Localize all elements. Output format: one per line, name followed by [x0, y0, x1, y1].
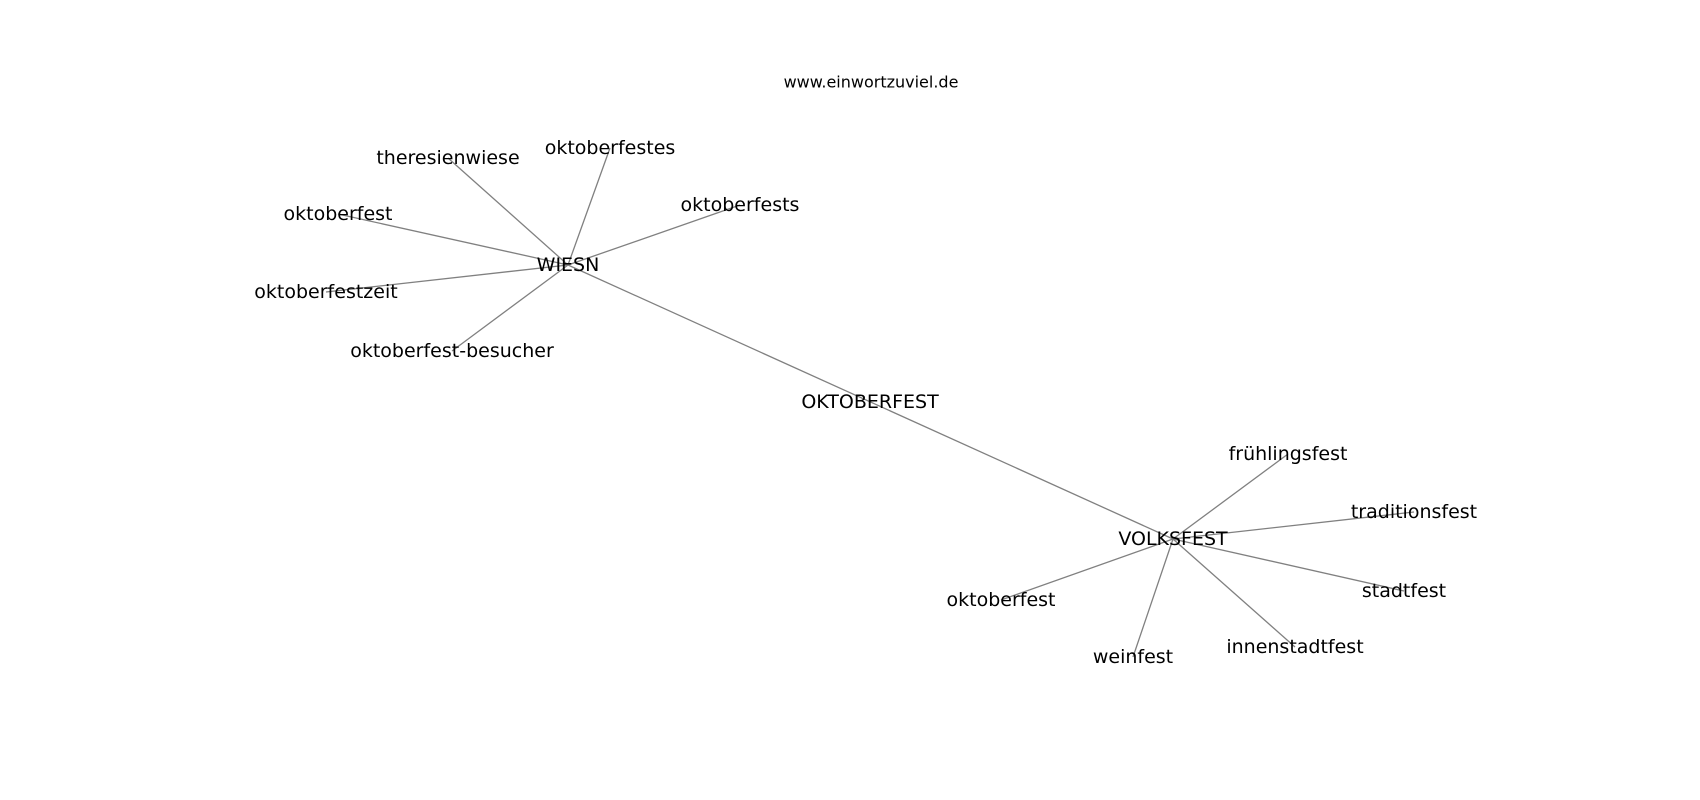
- edge-volksfest-traditionsfest: [1172, 511, 1415, 540]
- node-label-wiesn: WIESN: [537, 254, 600, 276]
- edge-volksfest-innenstadtfest: [1172, 538, 1296, 648]
- edge-layer: [325, 147, 1415, 658]
- node-label-oktoberfests: oktoberfests: [681, 194, 800, 216]
- node-label-oktoberfestes: oktoberfestes: [545, 137, 676, 159]
- edge-wiesn-oktoberfest_w: [337, 213, 569, 266]
- node-label-oktoberfest_center: OKTOBERFEST: [801, 391, 939, 413]
- edge-wiesn-volksfest: [567, 264, 1174, 540]
- edge-volksfest-fruehlingsfest: [1172, 453, 1289, 540]
- node-label-stadtfest: stadtfest: [1362, 580, 1446, 602]
- edge-volksfest-weinfest: [1132, 538, 1174, 658]
- edge-volksfest-oktoberfest_v: [1000, 538, 1174, 601]
- edge-wiesn-oktoberfest_besucher: [451, 264, 569, 352]
- node-label-oktoberfest_besucher: oktoberfest-besucher: [350, 340, 554, 362]
- edge-wiesn-oktoberfestzeit: [325, 264, 569, 293]
- node-label-volksfest: VOLKSFEST: [1118, 528, 1228, 550]
- node-label-oktoberfest_v: oktoberfest: [947, 589, 1056, 611]
- node-label-weinfest: weinfest: [1093, 646, 1173, 668]
- source-label: www.einwortzuviel.de: [784, 73, 959, 92]
- node-label-fruehlingsfest: frühlingsfest: [1229, 443, 1348, 465]
- node-label-theresienwiese: theresienwiese: [376, 147, 519, 169]
- edge-wiesn-oktoberfests: [567, 204, 741, 266]
- edge-wiesn-theresienwiese: [447, 157, 569, 266]
- node-label-oktoberfest_w: oktoberfest: [284, 203, 393, 225]
- node-label-traditionsfest: traditionsfest: [1351, 501, 1477, 523]
- node-label-oktoberfestzeit: oktoberfestzeit: [254, 281, 397, 303]
- node-label-innenstadtfest: innenstadtfest: [1226, 636, 1363, 658]
- node-layer: OKTOBERFEST WIESN VOLKSFEST theresienwiese o…: [254, 137, 1477, 668]
- edge-wiesn-oktoberfestes: [567, 147, 611, 266]
- edge-volksfest-stadtfest: [1172, 538, 1405, 592]
